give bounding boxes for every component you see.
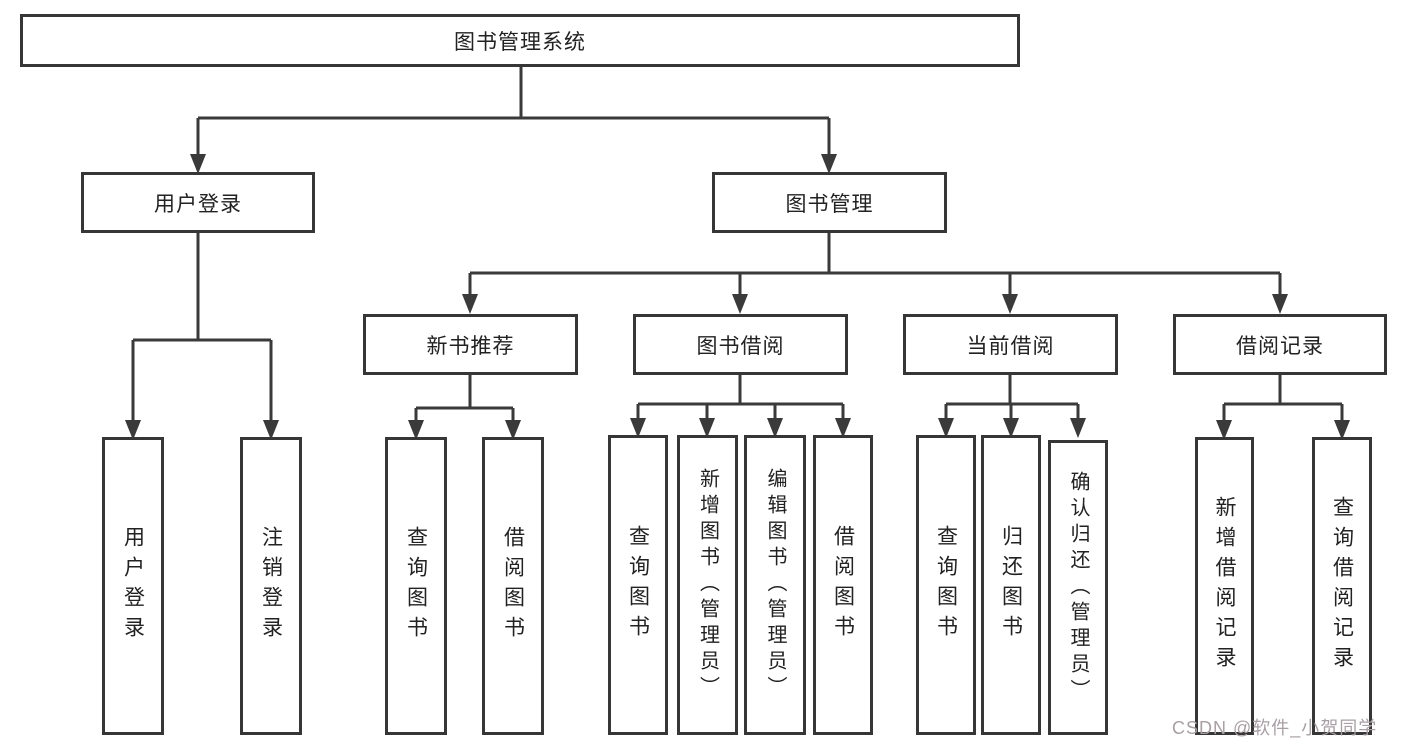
node-label: 新书推荐	[426, 334, 515, 358]
node-user-login: 用户登录	[81, 172, 315, 233]
node-label: 查询图书	[404, 526, 428, 646]
arrowhead	[1002, 294, 1018, 314]
node-label: 归还图书	[999, 525, 1023, 645]
edges-book-borrowing	[636, 373, 845, 420]
node-borrowing-records: 借阅记录	[1173, 314, 1387, 375]
edges-user-login	[131, 231, 273, 422]
node-book-management: 图书管理	[712, 172, 947, 233]
node-book-borrowing: 图书借阅	[633, 314, 848, 375]
node-label: 注销登录	[259, 526, 283, 646]
node-label: 图书管理	[785, 192, 874, 216]
arrowhead	[821, 154, 837, 174]
leaf-logout: 注销登录	[240, 437, 302, 735]
arrowhead	[462, 294, 478, 314]
leaf-nb-borrow-books: 借阅图书	[482, 437, 544, 735]
node-label: 查询图书	[626, 525, 650, 645]
leaf-bb-add-books-admin: 新增图书（管理员）	[677, 435, 738, 735]
edges-book-management	[468, 231, 1282, 296]
node-label: 编辑图书（管理员）	[764, 468, 786, 702]
node-label: 新增图书（管理员）	[696, 468, 719, 702]
arrowhead	[1272, 294, 1288, 314]
leaf-cb-return-books: 归还图书	[981, 435, 1041, 735]
edges-new-book-recommend	[414, 373, 515, 422]
edges-root	[196, 65, 831, 156]
node-label: 确认归还（管理员）	[1067, 470, 1089, 705]
node-label: 查询图书	[934, 525, 958, 645]
csdn-watermark: CSDN @软件_小贺同学	[1172, 718, 1378, 738]
leaf-cb-query-books: 查询图书	[916, 435, 976, 735]
node-label: 借阅记录	[1236, 334, 1324, 358]
node-new-book-recommend: 新书推荐	[363, 314, 578, 375]
node-label: 借阅图书	[831, 525, 855, 645]
arrowhead	[732, 294, 748, 314]
leaf-cb-confirm-return-admin: 确认归还（管理员）	[1048, 440, 1108, 735]
node-label: 用户登录	[121, 526, 145, 646]
leaf-bb-edit-books-admin: 编辑图书（管理员）	[744, 435, 806, 735]
node-label: 用户登录	[154, 192, 242, 216]
leaf-br-add-borrow-record: 新增借阅记录	[1195, 437, 1254, 735]
edges-borrowing-records	[1222, 373, 1344, 422]
node-label: 当前借阅	[966, 334, 1055, 358]
leaf-bb-borrow-books: 借阅图书	[813, 435, 873, 735]
node-label: 借阅图书	[501, 526, 525, 646]
leaf-br-query-borrow-record: 查询借阅记录	[1312, 437, 1372, 735]
node-root: 图书管理系统	[20, 14, 1020, 67]
arrowhead	[190, 154, 206, 174]
arrowhead	[1070, 418, 1086, 438]
node-label: 新增借阅记录	[1213, 496, 1236, 676]
edges-current-borrowing	[944, 373, 1080, 420]
node-label: 图书借阅	[696, 334, 785, 358]
node-label: 图书管理系统	[454, 30, 586, 54]
node-label: 查询借阅记录	[1330, 496, 1354, 676]
leaf-nb-query-books: 查询图书	[385, 437, 447, 735]
node-current-borrowing: 当前借阅	[903, 314, 1118, 375]
leaf-user-login: 用户登录	[102, 437, 164, 735]
leaf-bb-query-books: 查询图书	[608, 435, 668, 735]
